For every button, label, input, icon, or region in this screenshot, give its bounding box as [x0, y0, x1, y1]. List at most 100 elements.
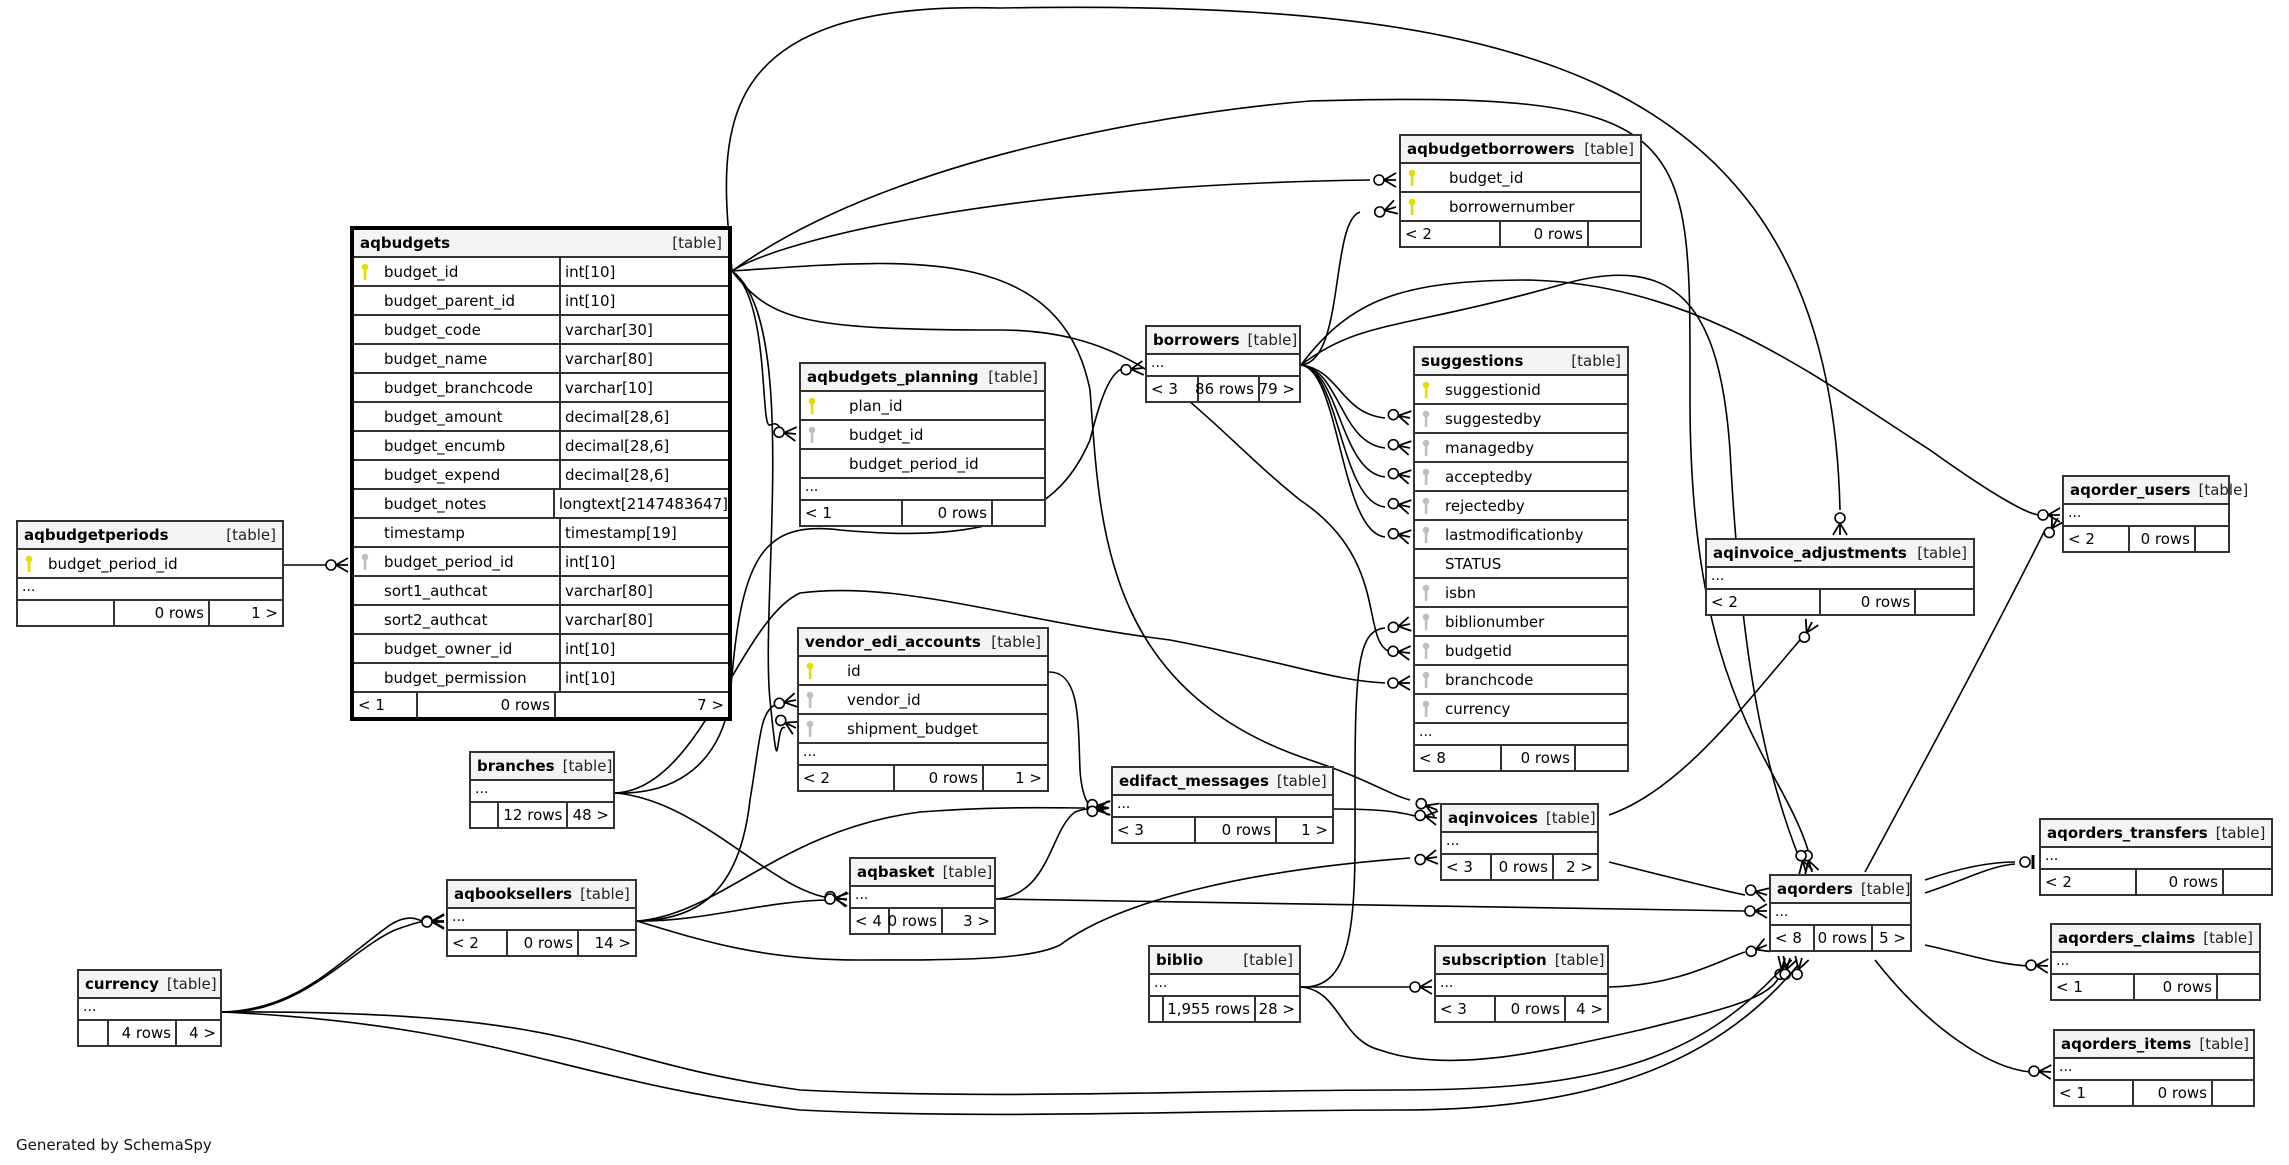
table-header[interactable]: aqbasket[table] — [851, 859, 994, 887]
children-count[interactable] — [2222, 870, 2270, 894]
column-row[interactable]: suggestedby — [1415, 405, 1627, 434]
relationship-line[interactable] — [1300, 364, 1386, 449]
table-name[interactable]: aqbooksellers — [454, 885, 573, 903]
children-count[interactable]: 48 > — [566, 803, 613, 827]
parents-count[interactable]: < 2 — [803, 769, 830, 787]
parents-count[interactable]: < 1 — [805, 504, 832, 522]
children-count[interactable]: 1 > — [208, 601, 282, 625]
relationship-line[interactable] — [1333, 808, 1416, 817]
table-name[interactable]: aqorder_users — [2070, 481, 2191, 499]
relationship-line[interactable] — [1874, 959, 2031, 1073]
parents-count[interactable]: < 4 — [855, 912, 882, 930]
table-name[interactable]: aqorders_claims — [2058, 929, 2196, 947]
children-count[interactable] — [1574, 746, 1627, 770]
table-name[interactable]: currency — [85, 975, 159, 993]
children-count[interactable]: 28 > — [1254, 997, 1299, 1021]
table-aqbudgetperiods[interactable]: aqbudgetperiods[table]budget_period_id..… — [16, 520, 284, 627]
relationship-line[interactable] — [614, 792, 831, 899]
relationship-line[interactable] — [1300, 279, 2041, 516]
column-row[interactable]: isbn — [1415, 579, 1627, 608]
parents-count[interactable]: < 1 — [2059, 1084, 2086, 1102]
table-header[interactable]: vendor_edi_accounts[table] — [799, 629, 1047, 657]
table-header[interactable]: aqbudgetperiods[table] — [18, 522, 282, 550]
children-count[interactable]: 4 > — [1564, 997, 1607, 1021]
parents-count[interactable]: < 3 — [1117, 821, 1144, 839]
table-header[interactable]: suggestions[table] — [1415, 348, 1627, 376]
table-name[interactable]: aqinvoices — [1448, 809, 1538, 827]
relationship-line[interactable] — [1608, 861, 1746, 896]
column-row[interactable]: id — [799, 657, 1047, 686]
children-count[interactable]: 3 > — [941, 909, 994, 933]
table-header[interactable]: edifact_messages[table] — [1113, 768, 1332, 796]
table-name[interactable]: aqbudgets_planning — [807, 368, 979, 386]
table-header[interactable]: aqorders_transfers[table] — [2041, 820, 2271, 848]
column-row[interactable]: vendor_id — [799, 686, 1047, 715]
parents-count[interactable]: < 2 — [2068, 530, 2095, 548]
parents-count[interactable]: < 8 — [1775, 929, 1802, 947]
table-header[interactable]: aqbooksellers[table] — [448, 881, 635, 909]
column-row[interactable]: rejectedby — [1415, 492, 1627, 521]
column-row[interactable]: shipment_budget — [799, 715, 1047, 744]
children-count[interactable]: 14 > — [577, 931, 635, 955]
table-header[interactable]: biblio[table] — [1150, 947, 1299, 975]
relationship-line[interactable] — [1924, 861, 2016, 881]
column-row[interactable]: budgetid — [1415, 637, 1627, 666]
children-count[interactable] — [991, 501, 1044, 525]
table-header[interactable]: aqorders_claims[table] — [2052, 925, 2259, 953]
column-row[interactable]: STATUS — [1415, 550, 1627, 579]
children-count[interactable]: 1 > — [1275, 818, 1332, 842]
relationship-line[interactable] — [1048, 671, 1096, 809]
relationship-line[interactable] — [731, 179, 1371, 272]
relationship-line[interactable] — [731, 270, 786, 752]
parents-count[interactable]: < 2 — [452, 934, 479, 952]
table-header[interactable]: subscription[table] — [1436, 947, 1607, 975]
table-header[interactable]: aqinvoice_adjustments[table] — [1707, 540, 1973, 568]
parents-count[interactable]: < 2 — [2045, 873, 2072, 891]
parents-count[interactable]: < 8 — [1419, 749, 1446, 767]
table-header[interactable]: aqbudgetborrowers[table] — [1401, 136, 1640, 164]
table-header[interactable]: aqinvoices[table] — [1442, 805, 1597, 833]
parents-count[interactable]: < 2 — [1711, 593, 1738, 611]
table-header[interactable]: currency[table] — [79, 971, 220, 999]
relationship-line[interactable] — [995, 898, 1746, 912]
relationship-line[interactable] — [636, 899, 826, 922]
column-row[interactable]: plan_id — [801, 392, 1044, 421]
relationship-line[interactable] — [1300, 364, 1386, 508]
column-row[interactable]: suggestionid — [1415, 376, 1627, 405]
parents-count[interactable]: < 3 — [1151, 380, 1178, 398]
children-count[interactable]: 1 > — [982, 766, 1046, 790]
parents-count[interactable] — [1150, 997, 1162, 1021]
relationship-line[interactable] — [1924, 863, 2016, 894]
parents-count[interactable]: < 1 — [358, 696, 385, 714]
children-count[interactable]: 2 > — [1552, 855, 1597, 879]
table-name[interactable]: aqbasket — [857, 863, 935, 881]
table-header[interactable]: aqorder_users[table] — [2064, 477, 2248, 505]
